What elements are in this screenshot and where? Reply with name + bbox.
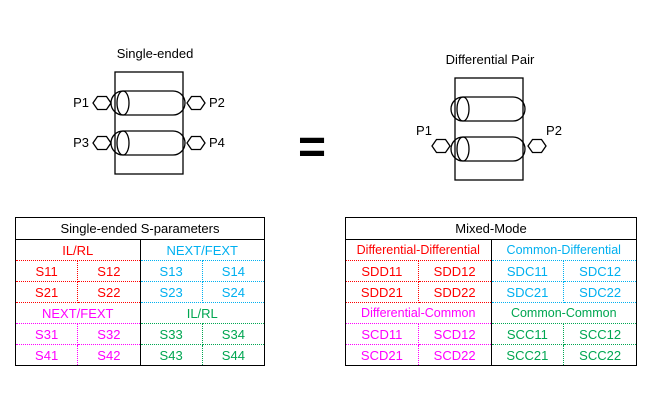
port2-hexagon-icon	[527, 138, 547, 154]
port1-hexagon-icon	[92, 95, 112, 111]
s-cell: SCD21	[345, 344, 419, 366]
diagram-differential-pair: Differential Pair P1 P2	[380, 52, 600, 191]
s-cell: SCD22	[417, 344, 492, 366]
diagram-differential-title: Differential Pair	[445, 52, 535, 67]
s-cell: S13	[139, 260, 203, 282]
s-cell: S21	[14, 281, 79, 303]
diagram-single-ended-title: Single-ended	[116, 46, 194, 61]
table-mixed-mode: Mixed-Mode Differential-Differential Com…	[345, 217, 637, 366]
s-cell: SDC22	[563, 281, 637, 303]
quadrant-label-ilrl-top: IL/RL	[15, 239, 141, 261]
port2-label: P2	[546, 123, 562, 138]
s-cell: SCC12	[563, 323, 637, 345]
quadrant-label-dd: Differential-Differential	[345, 239, 492, 261]
s-cell: SCC11	[490, 323, 565, 345]
table-single-ended-sparams: Single-ended S-parameters IL/RL NEXT/FEX…	[14, 217, 266, 366]
s-cell: S22	[77, 281, 141, 303]
quadrant-label-cc: Common-Common	[490, 302, 637, 324]
port1-label: P1	[416, 123, 432, 138]
s-cell: SDD22	[417, 281, 492, 303]
table-row: SDD11 SDD12 SDC11 SDC12	[345, 260, 637, 282]
s-cell: SCD12	[417, 323, 492, 345]
s-cell: S31	[14, 323, 79, 345]
s-cell: SDD21	[345, 281, 419, 303]
transmission-line-1	[110, 90, 186, 116]
transmission-line-2	[450, 136, 526, 162]
s-cell: S33	[139, 323, 203, 345]
table-title: Mixed-Mode	[345, 217, 637, 240]
table-row: Mixed-Mode	[345, 217, 637, 240]
transmission-line-1-endcap	[456, 96, 470, 122]
s-cell: SDD12	[417, 260, 492, 282]
quadrant-label-ilrl-bottom: IL/RL	[139, 302, 265, 324]
table-title: Single-ended S-parameters	[15, 217, 265, 240]
s-cell: S44	[201, 344, 266, 366]
s-cell: SCC22	[563, 344, 637, 366]
s-cell: S43	[139, 344, 203, 366]
transmission-line-2-endcap	[456, 136, 470, 162]
device-outline	[454, 77, 524, 181]
port2-hexagon-icon	[186, 95, 206, 111]
transmission-line-2-endcap	[116, 130, 130, 156]
s-cell: SCC21	[490, 344, 565, 366]
s-cell: S34	[201, 323, 266, 345]
table-row: S11 S12 S13 S14	[14, 260, 266, 282]
device-outline	[114, 71, 184, 175]
port3-label: P3	[73, 135, 89, 150]
port4-label: P4	[209, 135, 225, 150]
equals-sign: =	[297, 121, 327, 174]
table-row: S41 S42 S43 S44	[14, 344, 266, 366]
table-row: NEXT/FEXT IL/RL	[15, 302, 265, 324]
table-row: SCD11 SCD12 SCC11 SCC12	[345, 323, 637, 345]
transmission-line-1-endcap	[116, 90, 130, 116]
table-row: S31 S32 S33 S34	[14, 323, 266, 345]
diagram-differential-drawing: P1 P2	[416, 77, 562, 181]
s-cell: SDC12	[563, 260, 637, 282]
s-cell: S14	[201, 260, 266, 282]
quadrant-label-nextfext-bottom: NEXT/FEXT	[15, 302, 141, 324]
diagram-single-ended-drawing: P1 P3 P2 P4	[73, 71, 225, 175]
s-cell: S11	[14, 260, 79, 282]
transmission-line-2	[110, 130, 186, 156]
table-row: Single-ended S-parameters	[15, 217, 265, 240]
table-row: SDD21 SDD22 SDC21 SDC22	[345, 281, 637, 303]
quadrant-label-nextfext-top: NEXT/FEXT	[139, 239, 265, 261]
port1-hexagon-icon	[431, 138, 451, 154]
table-row: SCD21 SCD22 SCC21 SCC22	[345, 344, 637, 366]
s-cell: S23	[139, 281, 203, 303]
s-cell: SDC21	[490, 281, 565, 303]
s-cell: SDC11	[490, 260, 565, 282]
table-row: IL/RL NEXT/FEXT	[15, 239, 265, 261]
port3-hexagon-icon	[92, 135, 112, 151]
diagram-single-ended: Single-ended P1 P3 P2 P4	[15, 46, 295, 185]
s-cell: SDD11	[345, 260, 419, 282]
port4-hexagon-icon	[186, 135, 206, 151]
quadrant-label-dc: Differential-Common	[345, 302, 492, 324]
quadrant-label-cd: Common-Differential	[490, 239, 637, 261]
s-cell: S24	[201, 281, 266, 303]
s-cell: SCD11	[345, 323, 419, 345]
port2-label: P2	[209, 95, 225, 110]
s-cell: S12	[77, 260, 141, 282]
s-cell: S41	[14, 344, 79, 366]
s-cell: S42	[77, 344, 141, 366]
table-row: Differential-Common Common-Common	[345, 302, 637, 324]
table-row: Differential-Differential Common-Differe…	[345, 239, 637, 261]
transmission-line-1	[450, 96, 526, 122]
table-row: S21 S22 S23 S24	[14, 281, 266, 303]
port1-label: P1	[73, 95, 89, 110]
s-cell: S32	[77, 323, 141, 345]
